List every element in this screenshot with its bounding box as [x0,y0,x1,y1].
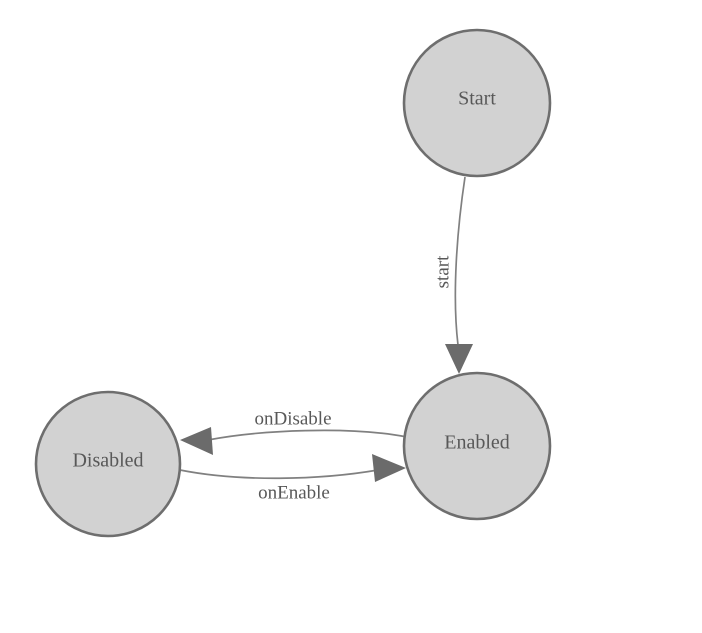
state-node-enabled-label: Enabled [444,432,510,454]
state-node-disabled[interactable]: Disabled [34,390,182,538]
edge-disabled-to-enabled-path [179,469,379,480]
edge-enabled-to-disabled-path [207,429,408,441]
edge-start-to-enabled-path [454,176,466,346]
edge-enabled-to-disabled-arrowhead [180,427,213,455]
edge-label-start: start [432,255,453,288]
edge-disabled-to-enabled-arrowhead [372,454,406,482]
edge-disabled-to-enabled[interactable]: onEnable [179,454,406,503]
state-node-enabled-circle [402,371,552,521]
edge-label-onenable: onEnable [258,482,330,503]
edge-start-to-enabled-arrowhead [445,344,473,374]
state-node-start-circle [402,28,552,178]
edge-start-to-enabled[interactable]: start [432,176,473,374]
edge-label-ondisable: onDisable [254,408,331,429]
state-node-disabled-label: Disabled [72,450,143,472]
state-node-start[interactable]: Start [402,28,552,178]
edge-enabled-to-disabled[interactable]: onDisable [180,408,408,455]
state-node-disabled-circle [34,390,182,538]
state-node-start-label: Start [458,88,496,110]
state-node-enabled[interactable]: Enabled [402,371,552,521]
